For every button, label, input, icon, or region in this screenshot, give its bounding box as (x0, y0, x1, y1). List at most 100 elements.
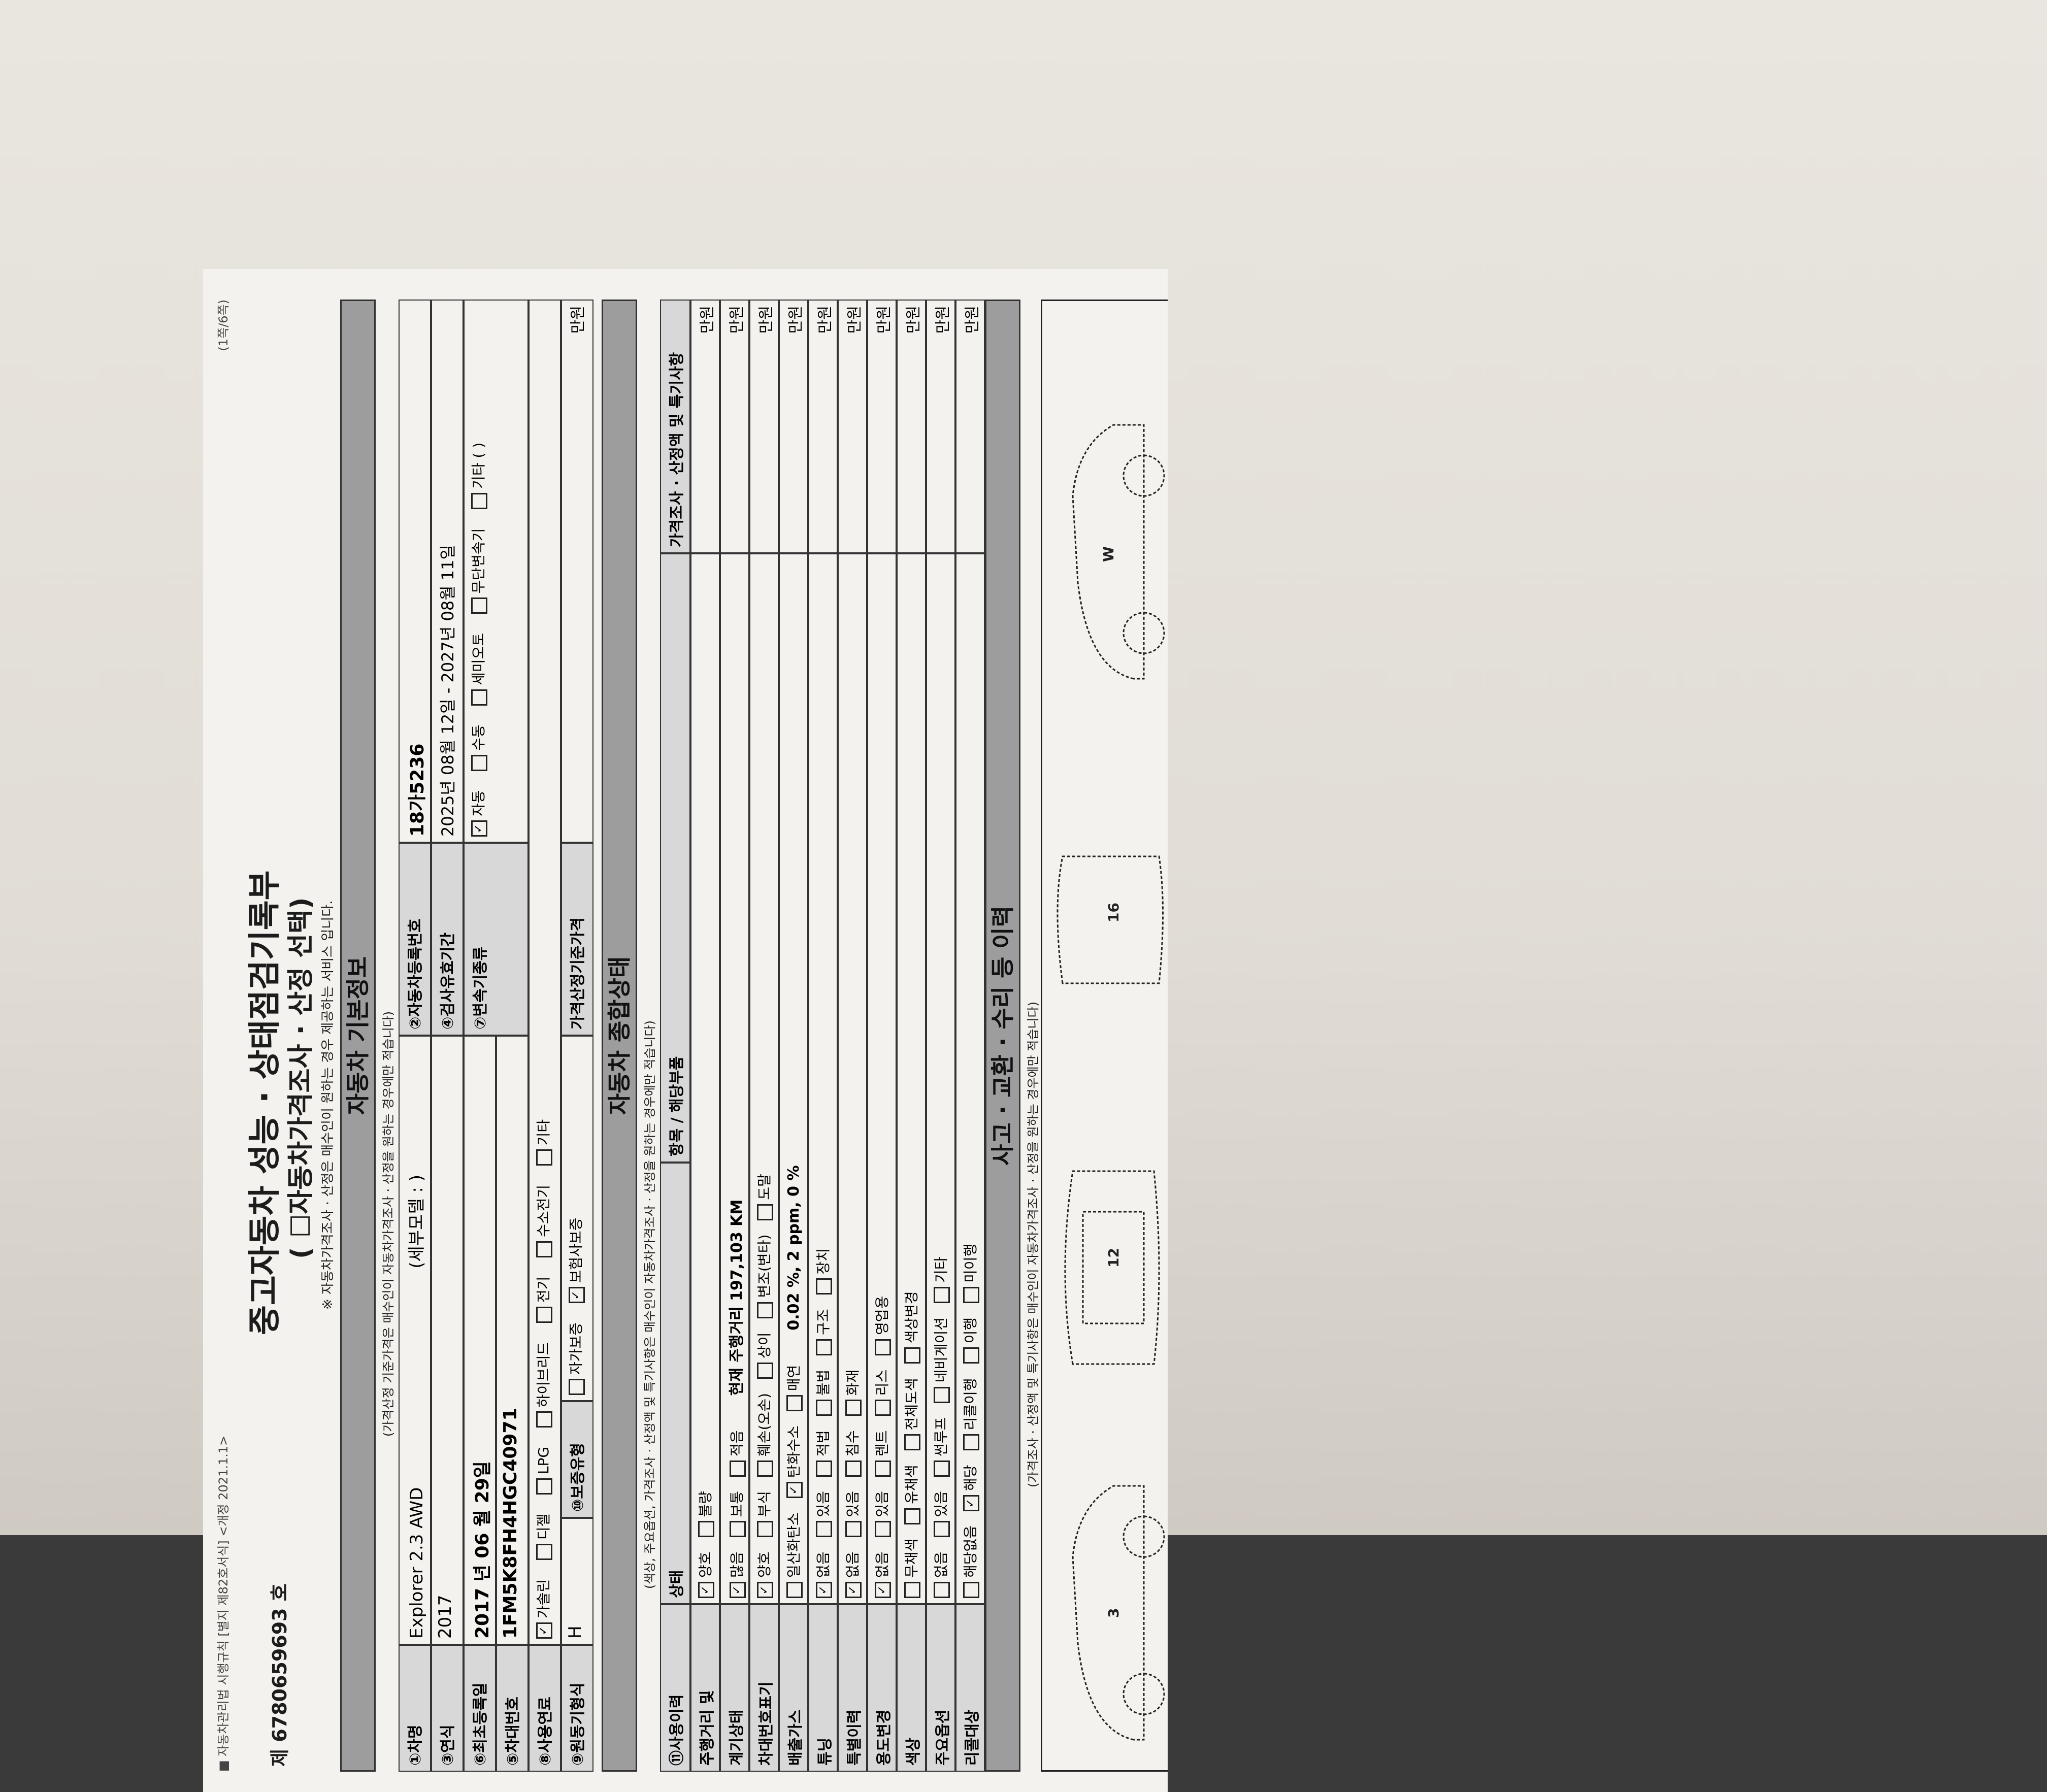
status-checkbox[interactable]: ✓ (963, 1495, 979, 1511)
trans-manual-checkbox[interactable] (471, 754, 487, 771)
status-checkbox[interactable] (816, 1278, 832, 1295)
warranty-label: ⑩보증유형 (561, 1401, 593, 1518)
status-checkbox[interactable] (816, 1460, 832, 1477)
status-checkbox[interactable] (875, 1339, 891, 1355)
status-checkbox[interactable] (845, 1460, 862, 1477)
status-checkbox[interactable] (904, 1582, 920, 1598)
status-checkbox[interactable] (757, 1204, 773, 1220)
status-checkbox[interactable] (904, 1347, 920, 1364)
status-option-label: 렌트 (874, 1430, 890, 1456)
status-option-label: 불법 (815, 1369, 832, 1396)
status-checkbox[interactable] (963, 1347, 979, 1364)
status-checkbox[interactable] (963, 1434, 979, 1451)
status-checkbox[interactable] (786, 1582, 803, 1598)
status-option-label: 적음 (729, 1430, 745, 1456)
status-option-label: 있음 (874, 1490, 890, 1517)
overall-row-price: 만원 (779, 300, 808, 553)
fuel-electric-checkbox[interactable] (536, 1307, 552, 1323)
status-option-label: 부식 (756, 1490, 773, 1517)
status-checkbox[interactable]: ✓ (845, 1582, 862, 1598)
trans-semi-checkbox[interactable] (471, 689, 487, 706)
status-checkbox[interactable] (757, 1363, 773, 1379)
status-option-label: 탄화수소 (785, 1425, 802, 1478)
year-label: ③연식 (431, 1645, 464, 1772)
status-option-label: 없음 (933, 1551, 949, 1578)
status-option-label: 해당없음 (962, 1525, 979, 1578)
status-checkbox[interactable] (934, 1286, 950, 1303)
status-checkbox[interactable] (816, 1400, 832, 1416)
fuel-diesel-checkbox[interactable] (536, 1544, 552, 1561)
status-option-label: 양호 (697, 1551, 714, 1578)
status-checkbox[interactable]: ✓ (816, 1582, 832, 1598)
status-option-label: 장치 (815, 1248, 832, 1275)
overall-row-options: 해당없음✓해당리콜이행이행미이행 (955, 553, 985, 1604)
overall-row-options: 일산화탄소✓탄화수소매연0.02 %, 2 ppm, 0 % (779, 553, 808, 1604)
status-checkbox[interactable]: ✓ (757, 1582, 773, 1598)
status-checkbox[interactable] (757, 1302, 773, 1318)
status-extra-value: 현재 주행거리 197,103 KM (728, 1199, 746, 1396)
status-option-label: 있음 (933, 1490, 949, 1517)
warranty-self-checkbox[interactable] (569, 1379, 585, 1395)
status-checkbox[interactable] (875, 1400, 891, 1416)
car-name-value: Explorer 2.3 AWD (407, 1487, 427, 1639)
diagram-mark-3: 3 (1105, 1608, 1122, 1618)
transmission-label: ⑦변속기종류 (464, 843, 529, 1036)
overall-row-price: 만원 (867, 300, 897, 553)
warranty-insurer-checkbox[interactable]: ✓ (569, 1287, 585, 1304)
overall-status-heading: 자동차 종합상태 (602, 300, 637, 1772)
status-checkbox[interactable]: ✓ (786, 1482, 803, 1499)
fuel-lpg-checkbox[interactable] (536, 1478, 552, 1495)
status-option-label: 화재 (844, 1369, 861, 1396)
transmission-options: ✓자동 수동 세미오토 무단변속기 기타 ( ) (464, 300, 529, 843)
status-option-label: 해당 (962, 1465, 979, 1491)
engine-value: H (561, 1518, 593, 1645)
overall-row-price: 만원 (955, 300, 985, 553)
status-checkbox[interactable] (963, 1286, 979, 1303)
overall-row-price: 만원 (926, 300, 955, 553)
overall-row-options: 없음있음썬루프네비게이션기타 (926, 553, 955, 1604)
status-option-label: 있음 (815, 1490, 832, 1517)
reg-no-label: ②자동차등록번호 (399, 843, 431, 1036)
status-checkbox[interactable] (963, 1582, 979, 1598)
trans-cvt-checkbox[interactable] (471, 598, 487, 614)
fuel-hybrid-checkbox[interactable] (536, 1411, 552, 1428)
top-view-roof (1082, 1211, 1145, 1324)
status-checkbox[interactable] (845, 1400, 862, 1416)
status-option-label: 보통 (729, 1490, 745, 1517)
status-option-label: 전체도색 (903, 1378, 920, 1431)
fuel-other-checkbox[interactable] (536, 1149, 552, 1166)
status-checkbox[interactable] (816, 1339, 832, 1355)
status-option-label: 불량 (697, 1490, 714, 1517)
inspection-value: 2025년 08월 12일 - 2027년 08월 11일 (431, 300, 464, 843)
overall-row-label: 특별이력 (838, 1604, 867, 1772)
status-checkbox[interactable] (757, 1460, 773, 1477)
car-diagram-area: 3 12 16 W (1041, 300, 1168, 1772)
status-checkbox[interactable] (904, 1508, 920, 1524)
status-checkbox[interactable] (786, 1395, 803, 1412)
status-checkbox[interactable] (730, 1460, 746, 1477)
trans-auto-checkbox[interactable]: ✓ (471, 820, 487, 837)
status-checkbox[interactable]: ✓ (698, 1582, 714, 1598)
document-number: 제 6780659693 호 (269, 1583, 291, 1767)
status-checkbox[interactable] (904, 1434, 920, 1451)
trans-other-checkbox[interactable] (471, 492, 487, 509)
underbody-outline (1056, 855, 1164, 984)
status-checkbox[interactable] (934, 1582, 950, 1598)
status-option-label: 이행 (962, 1317, 979, 1344)
status-checkbox[interactable] (875, 1460, 891, 1477)
status-checkbox[interactable] (934, 1386, 950, 1403)
first-reg-value: 2017 년 06 월 29일 (464, 1036, 496, 1645)
status-option-label: 썬루프 (933, 1417, 949, 1456)
status-option-label: 무채색 (903, 1538, 920, 1578)
status-option-label: 침수 (844, 1430, 861, 1456)
status-checkbox[interactable] (934, 1460, 950, 1477)
overall-row-label: 색상 (897, 1604, 926, 1772)
status-option-label: 없음 (874, 1551, 890, 1578)
fuel-gasoline-checkbox[interactable]: ✓ (536, 1622, 552, 1639)
overall-row-options: 무채색유채색전체도색색상변경 (897, 553, 926, 1604)
status-checkbox[interactable]: ✓ (730, 1582, 746, 1598)
status-checkbox[interactable]: ✓ (875, 1582, 891, 1598)
fuel-hydrogen-checkbox[interactable] (536, 1241, 552, 1257)
form-legal-note: ■ 자동차관리법 시행규칙 [별지 제82호서식] <개정 2021.1.1> (216, 1435, 230, 1772)
overall-row-options: ✓없음있음침수화재 (838, 553, 867, 1604)
